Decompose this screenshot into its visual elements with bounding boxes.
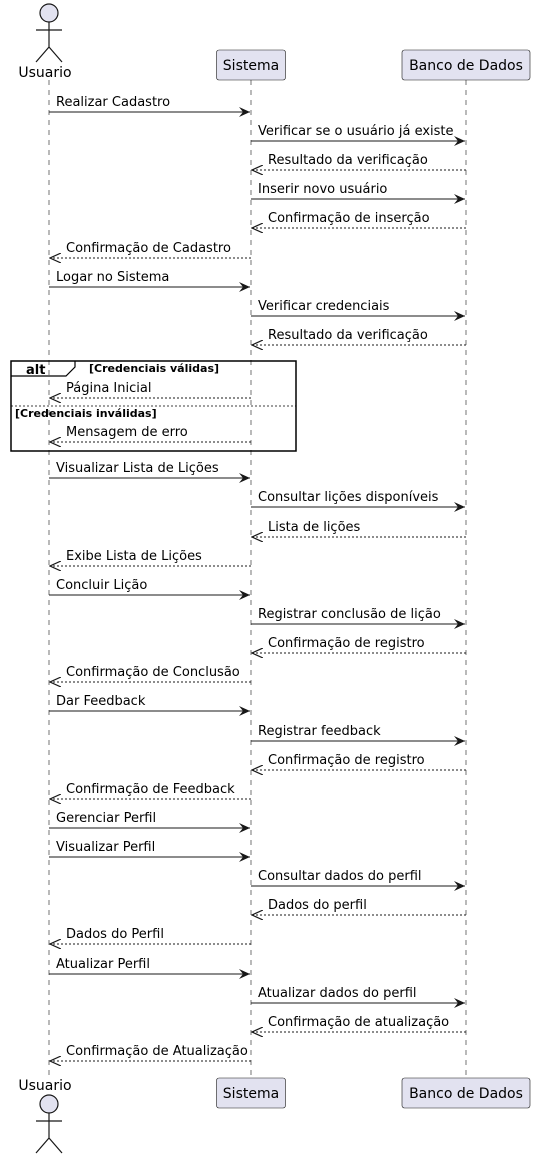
message-label: Confirmação de Cadastro [66, 241, 231, 256]
message-label: Registrar conclusão de lição [258, 607, 441, 622]
message-25: Consultar dados do perfil [251, 869, 465, 891]
message-0: Realizar Cadastro [49, 95, 250, 117]
message-label: Concluir Lição [56, 578, 147, 593]
message-5: Confirmação de Cadastro [50, 241, 251, 258]
message-18: Confirmação de Conclusão [50, 665, 251, 682]
message-label: Confirmação de Conclusão [66, 665, 240, 680]
participant-box [401, 1077, 531, 1109]
participant-sistema-bottom: Sistema [216, 1077, 286, 1109]
message-label: Confirmação de Atualização [66, 1044, 248, 1059]
message-label: Gerenciar Perfil [56, 811, 156, 826]
message-23: Gerenciar Perfil [49, 811, 250, 833]
actor-usuario-top: Usuario [18, 3, 72, 81]
participant-box [216, 1077, 286, 1109]
message-22: Confirmação de Feedback [50, 782, 251, 799]
message-label: Atualizar Perfil [56, 957, 150, 972]
fragment-kind-label: alt [26, 363, 45, 378]
fragment-alt: alt [Credenciais válidas] [Credenciais inv… [10, 360, 297, 452]
message-label: Registrar feedback [258, 724, 381, 739]
message-16: Registrar conclusão de lição [251, 607, 465, 629]
message-1: Verificar se o usuário já existe [251, 124, 465, 146]
message-27: Dados do Perfil [50, 927, 251, 944]
message-label: Confirmação de Feedback [66, 782, 235, 797]
message-31: Confirmação de Atualização [50, 1044, 251, 1061]
message-29: Atualizar dados do perfil [251, 986, 465, 1008]
actor-head [39, 1094, 59, 1114]
message-label: Visualizar Lista de Lições [56, 461, 219, 476]
participant-box [216, 49, 286, 81]
participant-banco-top: Banco de Dados [401, 49, 531, 81]
message-14: Exibe Lista de Lições [50, 549, 251, 566]
message-label: Inserir novo usuário [258, 182, 387, 197]
message-24: Visualizar Perfil [49, 840, 250, 862]
message-label: Confirmação de registro [268, 753, 425, 768]
message-8: Resultado da verificação [252, 328, 466, 345]
message-label: Confirmação de atualização [268, 1015, 449, 1030]
message-19: Dar Feedback [49, 694, 250, 716]
message-7: Verificar credenciais [251, 299, 465, 321]
message-26: Dados do perfil [252, 898, 466, 915]
participant-sistema-top: Sistema [216, 49, 286, 81]
participant-label: Banco de Dados [409, 1086, 523, 1102]
message-15: Concluir Lição [49, 578, 250, 600]
message-17: Confirmação de registro [252, 636, 466, 653]
participant-banco-bottom: Banco de Dados [401, 1077, 531, 1109]
message-label: Resultado da verificação [268, 328, 428, 343]
actor-usuario-bottom: Usuario [18, 1078, 72, 1154]
message-label: Mensagem de erro [66, 425, 188, 440]
message-11: Visualizar Lista de Lições [49, 461, 250, 483]
message-label: Atualizar dados do perfil [258, 986, 417, 1001]
message-10: Mensagem de erro [50, 425, 251, 442]
actor-head [39, 3, 59, 23]
participant-label: Usuario [18, 65, 71, 81]
message-2: Resultado da verificação [252, 153, 466, 170]
message-label: Página Inicial [66, 381, 151, 396]
message-label: Dados do Perfil [66, 927, 164, 942]
message-28: Atualizar Perfil [49, 957, 250, 979]
message-3: Inserir novo usuário [251, 182, 465, 204]
fragment-guard: [Credenciais válidas] [89, 362, 219, 375]
fragment-guard: [Credenciais inválidas] [15, 407, 157, 420]
message-label: Consultar lições disponíveis [258, 490, 439, 505]
actor-body [35, 1113, 63, 1154]
message-label: Verificar credenciais [258, 299, 390, 314]
message-label: Dar Feedback [56, 694, 146, 709]
message-13: Lista de lições [252, 520, 466, 537]
message-21: Confirmação de registro [252, 753, 466, 770]
message-label: Dados do perfil [268, 898, 367, 913]
participant-box [401, 49, 531, 81]
message-label: Confirmação de registro [268, 636, 425, 651]
message-label: Confirmação de inserção [268, 211, 430, 226]
message-label: Verificar se o usuário já existe [258, 124, 454, 139]
message-30: Confirmação de atualização [252, 1015, 466, 1032]
participant-label: Sistema [223, 58, 279, 74]
message-label: Visualizar Perfil [56, 840, 155, 855]
actor-body [35, 22, 63, 63]
participant-label: Sistema [223, 1086, 279, 1102]
message-6: Logar no Sistema [49, 270, 250, 292]
message-label: Consultar dados do perfil [258, 869, 422, 884]
fragment-tab [11, 361, 76, 377]
participant-label: Banco de Dados [409, 58, 523, 74]
message-label: Logar no Sistema [56, 270, 169, 285]
message-label: Resultado da verificação [268, 153, 428, 168]
message-label: Exibe Lista de Lições [66, 549, 202, 564]
participant-label: Usuario [18, 1078, 71, 1094]
message-4: Confirmação de inserção [252, 211, 466, 228]
message-20: Registrar feedback [251, 724, 465, 746]
message-label: Lista de lições [268, 520, 361, 535]
message-label: Realizar Cadastro [56, 95, 170, 110]
message-9: Página Inicial [50, 381, 251, 398]
message-12: Consultar lições disponíveis [251, 490, 465, 512]
